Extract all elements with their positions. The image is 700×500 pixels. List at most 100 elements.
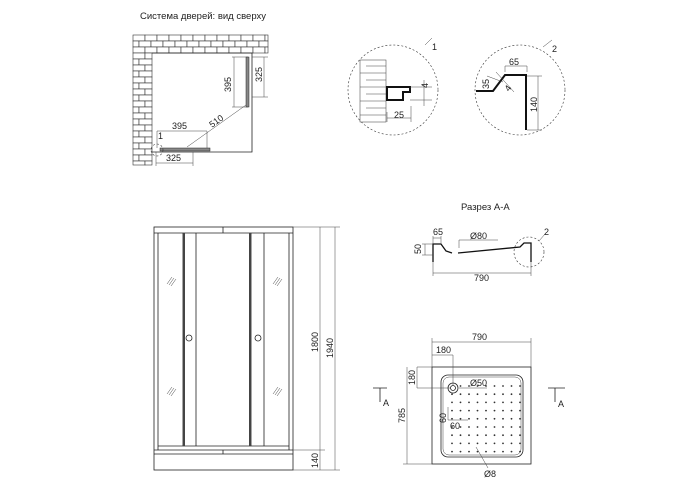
dim: 510: [207, 113, 225, 130]
dot: [476, 450, 479, 453]
door-handle: [254, 334, 262, 342]
dim: 1800: [310, 332, 320, 352]
brick: [168, 34, 182, 42]
dot: [468, 409, 470, 412]
dot: [485, 417, 487, 420]
brick: [240, 34, 254, 42]
dim: 50: [413, 244, 423, 254]
dot: [476, 409, 479, 412]
dot: [476, 393, 479, 396]
dot: [510, 442, 513, 445]
brick: [204, 34, 218, 42]
brick: [132, 34, 146, 42]
callout: 1: [158, 131, 163, 141]
dot: [502, 409, 504, 412]
brick: [258, 40, 269, 48]
brick: [252, 34, 266, 42]
brick: [198, 40, 212, 48]
dot: [451, 426, 453, 428]
brick: [264, 34, 269, 42]
brick: [132, 64, 146, 72]
dot: [493, 426, 496, 428]
brick: [138, 154, 153, 162]
dot: [502, 434, 504, 437]
dot: [519, 434, 521, 437]
brick: [138, 58, 153, 66]
dim: 180: [407, 370, 417, 385]
brick: [144, 124, 153, 132]
brick: [192, 46, 206, 54]
dot: [468, 385, 470, 387]
callout: 1: [432, 42, 437, 52]
brick: [144, 52, 153, 60]
brick: [132, 130, 140, 138]
dot: [451, 450, 453, 453]
dot: [502, 401, 504, 404]
dot: [502, 426, 504, 428]
detail-2: 2 65 35 4 140: [474, 39, 566, 136]
dot: [502, 385, 504, 387]
brick: [234, 40, 248, 48]
brick: [252, 46, 266, 54]
brick: [240, 46, 254, 54]
dot: [519, 409, 521, 412]
brick: [132, 142, 140, 150]
dot: [476, 442, 479, 445]
brick: [138, 130, 153, 138]
dot: [468, 417, 470, 420]
dot: [476, 401, 479, 404]
brick: [156, 46, 170, 54]
dot: [485, 385, 487, 387]
brick: [180, 34, 194, 42]
brick: [144, 100, 153, 108]
dim: 60: [450, 421, 460, 431]
dim: Ø50: [470, 378, 487, 388]
brick: [132, 58, 140, 66]
dot: [519, 442, 521, 445]
dot: [485, 409, 487, 412]
section-a-a: Разрез А-А 2 65 50 Ø80 790: [413, 202, 549, 283]
brick: [138, 142, 153, 150]
dot: [502, 417, 504, 420]
brick: [150, 40, 164, 48]
dim: 790: [474, 273, 489, 283]
dim: Ø8: [484, 469, 496, 479]
brick: [138, 118, 153, 126]
dot: [510, 417, 513, 420]
brick: [156, 34, 170, 42]
dim: 180: [436, 345, 451, 355]
brick: [210, 40, 224, 48]
dot: [459, 442, 462, 445]
dot: [468, 401, 470, 404]
brick: [132, 112, 146, 120]
dot: [451, 409, 453, 412]
brick: [186, 40, 200, 48]
dot: [451, 393, 453, 396]
dot: [485, 450, 487, 453]
brick: [144, 76, 153, 84]
brick: [138, 40, 152, 48]
brick: [144, 160, 153, 166]
dot: [519, 426, 521, 428]
brick: [132, 46, 146, 54]
dot: [493, 417, 496, 420]
dot: [485, 401, 487, 404]
dot: [502, 393, 504, 396]
brick: [138, 82, 153, 90]
dot: [519, 401, 521, 404]
brick: [246, 40, 260, 48]
front-view: 1800 1940 140: [153, 226, 340, 471]
dot: [493, 401, 496, 404]
dot: [493, 450, 496, 453]
dot: [459, 417, 462, 420]
dim: 60: [438, 413, 448, 423]
dot: [451, 401, 453, 404]
brick: [264, 46, 269, 54]
section-mark: А: [383, 398, 389, 408]
dot: [519, 393, 521, 396]
brick: [144, 88, 153, 96]
dim: 790: [472, 332, 487, 342]
dot: [476, 426, 479, 428]
brick: [132, 82, 140, 90]
brick-wall: [132, 34, 269, 166]
